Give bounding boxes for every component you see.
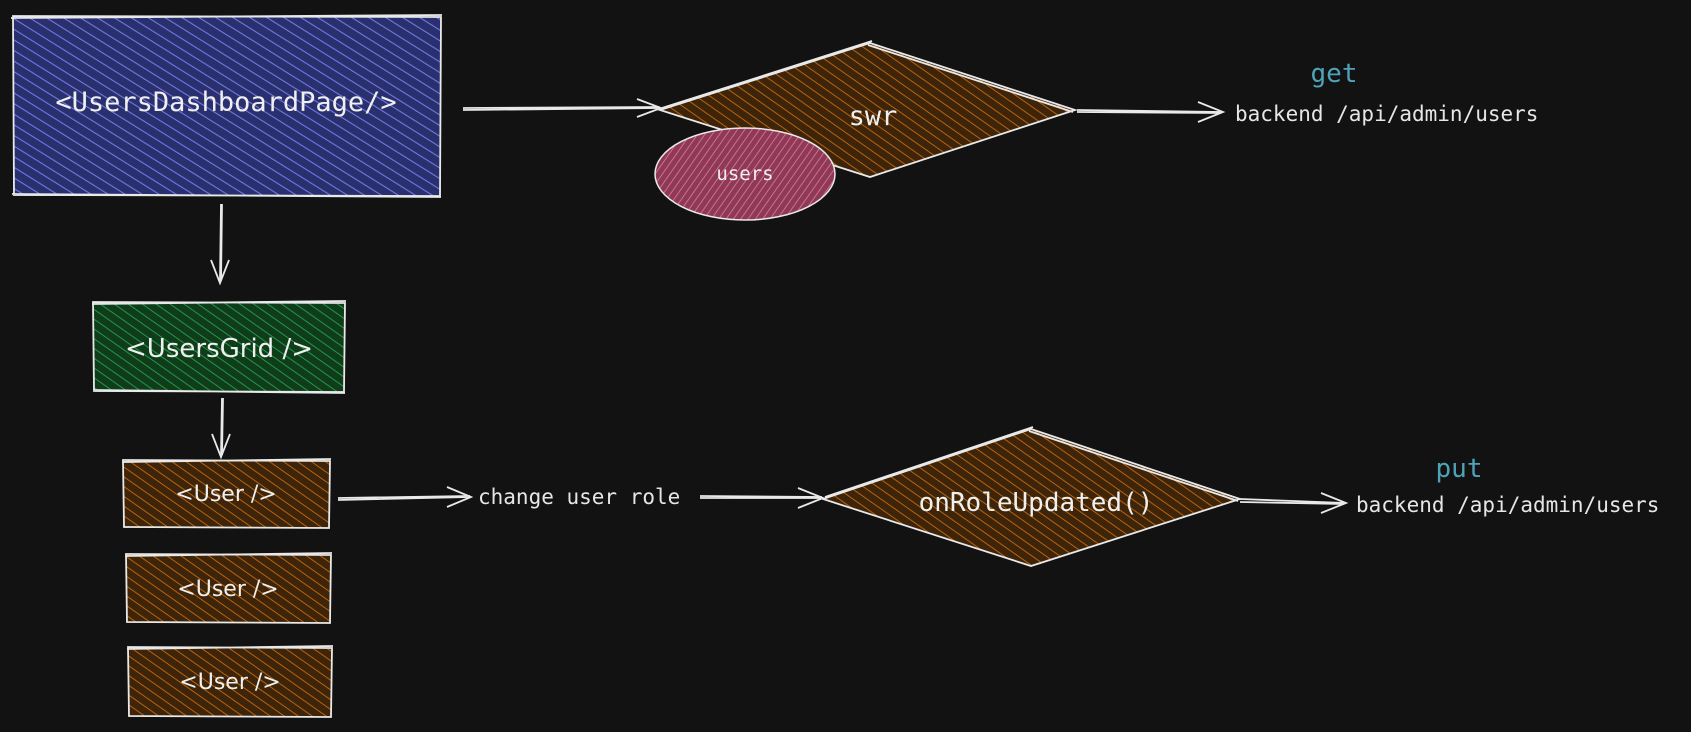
users-grid-outline — [91, 300, 347, 394]
on-role-updated-outline — [820, 426, 1243, 567]
user-node-outline — [121, 458, 332, 529]
users-grid-fill — [93, 302, 345, 392]
arrow-user-to-change-role — [337, 486, 474, 508]
users-cache-node[interactable]: users — [654, 127, 836, 221]
users-dashboard-page-node[interactable]: <UsersDashboardPage/> — [10, 14, 443, 198]
user-node-outline — [124, 552, 333, 624]
users-cache-outline — [654, 127, 836, 221]
arrow-swr-to-get — [1076, 101, 1226, 123]
put-endpoint: put backend /api/admin/users — [1356, 454, 1659, 517]
user-node-label: <User /> — [175, 482, 276, 507]
users-cache-label: users — [716, 163, 773, 185]
user-node-2[interactable]: <User /> — [124, 552, 333, 624]
put-endpoint-path: backend /api/admin/users — [1356, 493, 1659, 517]
get-method-label: get — [1311, 59, 1358, 89]
users-grid-label: <UsersGrid /> — [125, 334, 313, 364]
user-node-1[interactable]: <User /> — [121, 458, 332, 529]
get-endpoint: get backend /api/admin/users — [1235, 59, 1538, 126]
dashboard-page-outline — [10, 14, 443, 198]
user-node-fill — [126, 554, 331, 623]
user-node-fill — [123, 460, 330, 528]
put-method-label: put — [1436, 454, 1483, 484]
arrow-handler-to-put — [1239, 492, 1349, 514]
user-node-label: <User /> — [179, 670, 280, 695]
dashboard-page-label: <UsersDashboardPage/> — [55, 87, 396, 118]
swr-node[interactable]: swr — [657, 40, 1078, 178]
dashboard-page-fill — [13, 16, 441, 196]
swr-outline — [657, 40, 1078, 178]
user-node-outline — [126, 645, 334, 718]
arrow-dashboard-to-swr — [462, 98, 664, 118]
arrow-change-role-to-handler — [699, 487, 826, 509]
change-user-role-label: change user role — [478, 485, 680, 509]
user-node-label: <User /> — [177, 577, 278, 602]
on-role-updated-label: onRoleUpdated() — [919, 488, 1154, 518]
users-grid-node[interactable]: <UsersGrid /> — [91, 300, 347, 394]
user-node-fill — [128, 647, 332, 717]
user-node-3[interactable]: <User /> — [126, 645, 334, 718]
arrow-dashboard-to-grid — [210, 203, 230, 286]
users-cache-fill — [655, 128, 835, 220]
arrow-grid-to-user — [211, 397, 231, 460]
get-endpoint-path: backend /api/admin/users — [1235, 102, 1538, 126]
on-role-updated-node[interactable]: onRoleUpdated() — [820, 426, 1243, 567]
swr-label: swr — [849, 101, 898, 132]
